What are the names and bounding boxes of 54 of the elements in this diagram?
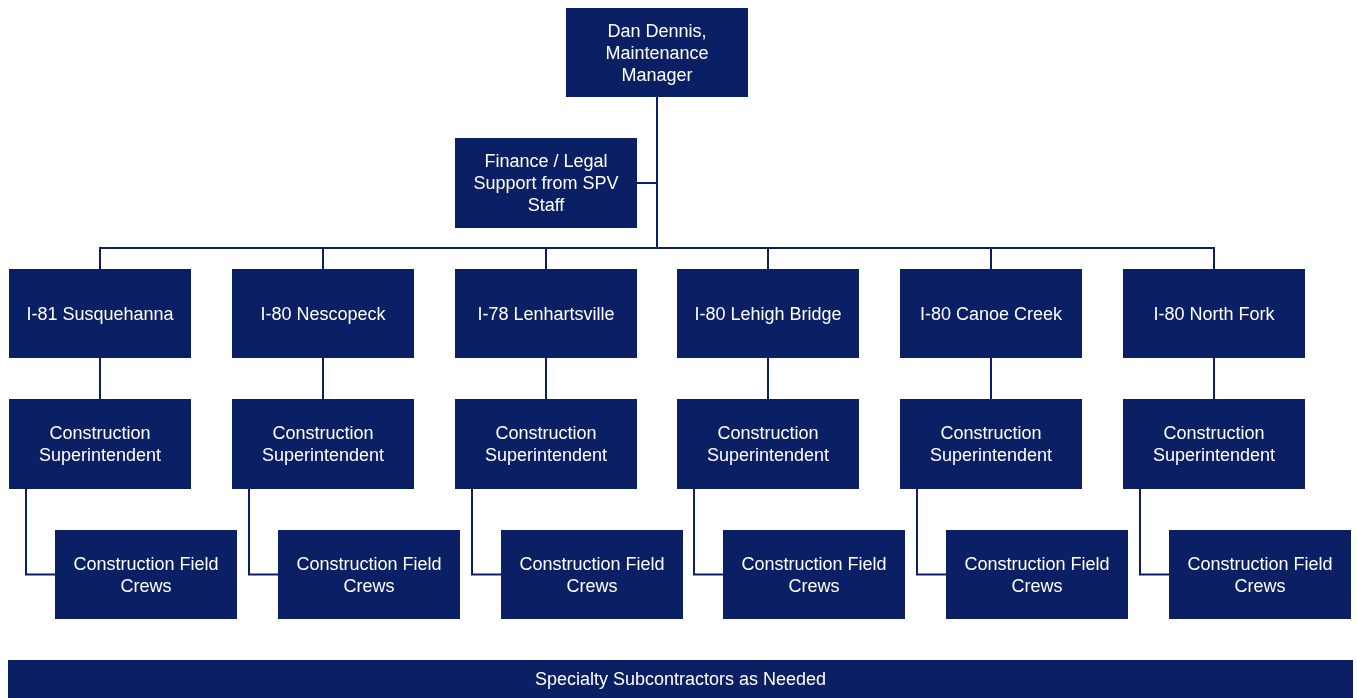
org-box xyxy=(9,399,191,489)
org-box xyxy=(723,530,905,619)
connector-line xyxy=(1139,488,1170,576)
org-box xyxy=(455,399,637,489)
box-label: Specialty Subcontractors as Needed xyxy=(534,668,827,690)
connector-line xyxy=(545,357,547,400)
connector-line xyxy=(99,357,101,400)
connector-line xyxy=(25,488,56,576)
box-label: Construction Superintendent xyxy=(1151,422,1277,466)
box-label: Construction Superintendent xyxy=(260,422,386,466)
connector-line xyxy=(471,488,502,576)
org-box xyxy=(455,138,637,228)
box-label: Dan Dennis, Maintenance Manager xyxy=(604,19,710,86)
box-label: Construction Superintendent xyxy=(483,422,609,466)
org-box xyxy=(677,399,859,489)
connector-line xyxy=(990,357,992,400)
org-box xyxy=(232,399,414,489)
org-box xyxy=(1123,399,1305,489)
org-box xyxy=(9,269,191,358)
org-box xyxy=(1123,269,1305,358)
box-label: I-78 Lenhartsville xyxy=(477,302,615,325)
connector-line xyxy=(693,488,724,576)
box-label: I-81 Susquehanna xyxy=(26,302,174,325)
box-label: I-80 Lehigh Bridge xyxy=(694,302,842,325)
box-label: Construction Field Crews xyxy=(1186,552,1334,597)
org-box xyxy=(566,8,748,97)
org-box xyxy=(946,530,1128,619)
box-label: Construction Field Crews xyxy=(740,552,888,597)
box-label: Construction Field Crews xyxy=(963,552,1111,597)
org-box xyxy=(278,530,460,619)
org-box xyxy=(900,269,1082,358)
connector-line xyxy=(1213,357,1215,400)
box-label: Construction Field Crews xyxy=(72,552,220,597)
box-label: Finance / Legal Support from SPV Staff xyxy=(472,150,620,216)
box-label: Construction Field Crews xyxy=(518,552,666,597)
org-box xyxy=(232,269,414,358)
org-box xyxy=(455,269,637,358)
connector-line xyxy=(916,488,947,576)
box-label: Construction Field Crews xyxy=(295,552,443,597)
org-box xyxy=(55,530,237,619)
box-label: Construction Superintendent xyxy=(37,422,163,466)
box-label: I-80 Canoe Creek xyxy=(919,302,1063,325)
connector-line xyxy=(767,357,769,400)
connector-line xyxy=(322,357,324,400)
org-box xyxy=(900,399,1082,489)
box-label: Construction Superintendent xyxy=(705,422,831,466)
connector-line xyxy=(248,488,279,576)
banner-bar xyxy=(8,660,1353,698)
box-label: Construction Superintendent xyxy=(928,422,1054,466)
org-box xyxy=(501,530,683,619)
box-label: I-80 Nescopeck xyxy=(260,302,386,325)
box-label: I-80 North Fork xyxy=(1153,302,1275,325)
org-box xyxy=(1169,530,1351,619)
org-box xyxy=(677,269,859,358)
